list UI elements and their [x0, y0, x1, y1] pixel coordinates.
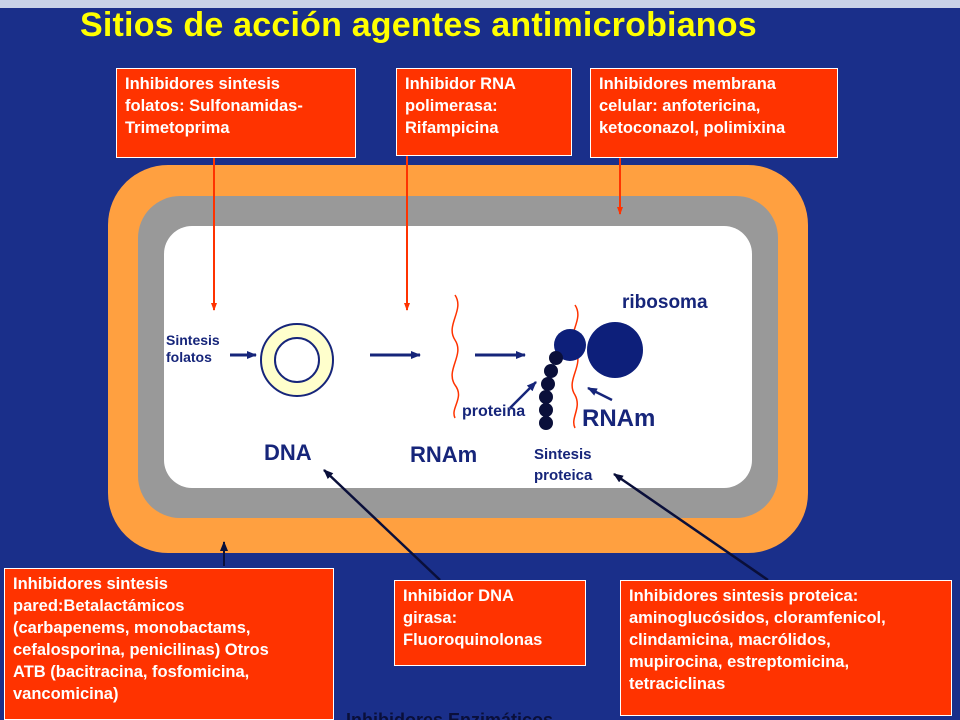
- pointer-dna-girasa: [323, 469, 441, 581]
- box-pared-text: Inhibidores sintesis pared:Betalactámico…: [13, 575, 269, 703]
- protein-bead: [541, 377, 555, 391]
- protein-bead: [544, 364, 558, 378]
- box-folatos-text: Inhibidores sintesis folatos: Sulfonamid…: [125, 75, 303, 137]
- arrow-rnam: [587, 386, 613, 402]
- box-folatos: Inhibidores sintesis folatos: Sulfonamid…: [116, 68, 356, 158]
- box-pared: Inhibidores sintesis pared:Betalactámico…: [4, 568, 334, 720]
- box-membrana: Inhibidores membrana celular: anfoterici…: [590, 68, 838, 158]
- pointer-proteica: [613, 472, 769, 582]
- box-membrana-text: Inhibidores membrana celular: anfoterici…: [599, 75, 786, 137]
- arrow-proteina: [509, 381, 537, 409]
- label-rnam-2: RNAm: [582, 405, 656, 432]
- box-dna-girasa-text: Inhibidor DNA girasa: Fluoroquinolonas: [403, 587, 543, 649]
- top-strip: [0, 0, 960, 8]
- protein-bead: [539, 416, 553, 430]
- box-rna-polimerasa: Inhibidor RNA polimerasa: Rifampicina: [396, 68, 572, 156]
- box-proteica-text: Inhibidores sintesis proteica: aminogluc…: [629, 587, 886, 693]
- rna-strand-1: [451, 294, 460, 419]
- label-rnam-1: RNAm: [410, 442, 478, 467]
- protein-bead: [539, 390, 553, 404]
- bottom-partial-text: Inhibidores Enzimáticos: [346, 710, 554, 720]
- label-ribosoma: ribosoma: [622, 292, 708, 313]
- ribosome-small: [554, 329, 586, 361]
- label-dna: DNA: [264, 440, 312, 465]
- ribosome-large: [587, 322, 643, 378]
- dna-ring-inner: [274, 337, 320, 383]
- label-sintesis-proteica: Sintesis proteica: [534, 446, 593, 484]
- box-dna-girasa: Inhibidor DNA girasa: Fluoroquinolonas: [394, 580, 586, 666]
- cytoplasm: [164, 226, 752, 488]
- box-rna-polimerasa-text: Inhibidor RNA polimerasa: Rifampicina: [405, 75, 516, 137]
- protein-bead: [549, 351, 563, 365]
- label-proteina: proteina: [462, 403, 526, 420]
- rna-strand-2: [571, 304, 579, 429]
- protein-bead: [539, 403, 553, 417]
- label-sintesis-folatos: Sintesis folatos: [166, 332, 220, 365]
- page-title: Sitios de acción agentes antimicrobianos: [80, 6, 757, 44]
- box-proteica: Inhibidores sintesis proteica: aminogluc…: [620, 580, 952, 716]
